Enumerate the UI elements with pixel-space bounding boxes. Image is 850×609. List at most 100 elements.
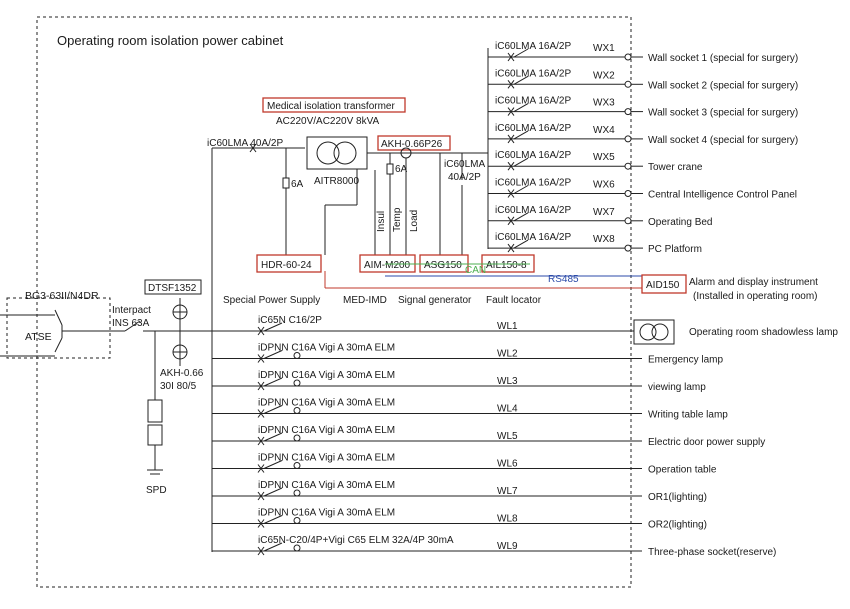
wx-breaker: iC60LMA 16A/2P (495, 96, 571, 107)
surge-protector-icon (172, 298, 188, 366)
wl-id: WL7 (497, 486, 518, 497)
shadowless-lamp-transformer-icon (633, 319, 675, 345)
cabinet-border (36, 16, 632, 588)
wl-load: OR2(lighting) (648, 520, 707, 531)
wl-load: Operation table (648, 465, 717, 476)
wl-breaker: iDPNN C16A Vigi A 30mA ELM (258, 480, 395, 491)
wl-id: WL5 (497, 431, 518, 442)
akh-ct-label-b: 30I 80/5 (160, 381, 197, 392)
alarm-line1: Alarm and display instrument (689, 277, 818, 288)
rcd-icon (293, 407, 301, 414)
rcd-icon (293, 434, 301, 442)
terminal-icon (624, 162, 632, 170)
out-breaker-b: 40A/2P (448, 172, 481, 183)
module-caption: Special Power Supply (223, 295, 320, 306)
wl-breaker: iDPNN C16A Vigi A 30mA ELM (258, 508, 395, 519)
wl-load: Operating room shadowless lamp (689, 327, 838, 338)
alarm-name: AID150 (646, 280, 680, 291)
temp-label: Temp (392, 207, 403, 232)
module-box (256, 254, 322, 273)
spd-label: SPD (146, 485, 167, 496)
load-label: Load (409, 210, 420, 232)
ats-label: ATSE (25, 331, 52, 343)
wx-breaker: iC60LMA 16A/2P (495, 178, 571, 189)
rs485-label: RS485 (548, 274, 579, 285)
module-name: ASG150 (424, 260, 462, 271)
wx-id: WX3 (593, 98, 615, 109)
alarm-line2: (Installed in operating room) (693, 291, 818, 302)
wx-load: Tower crane (648, 162, 703, 173)
spd-fuse-a (147, 399, 163, 423)
wx-id: WX6 (593, 180, 615, 191)
transformer-name-box (262, 97, 406, 113)
alarm-box (641, 274, 687, 294)
wl-id: WL4 (497, 404, 518, 415)
terminal-icon (624, 135, 632, 143)
module-name: AIM-M200 (364, 260, 411, 271)
wl-breaker: iC65N-C20/4P+Vigi C65 ELM 32A/4P 30mA (258, 535, 454, 546)
wx-load: PC Platform (648, 244, 702, 255)
wx-id: WX4 (593, 125, 615, 136)
wx-id: WX7 (593, 207, 615, 218)
wl-id: WL8 (497, 514, 518, 525)
fuse-6a-mid-label: 6A (395, 164, 408, 175)
insul-label: Insul (376, 211, 387, 232)
akh-ct-label-a: AKH-0.66 (160, 368, 204, 379)
wx-breaker: iC60LMA 16A/2P (495, 150, 571, 161)
wx-load: Wall socket 3 (special for surgery) (648, 108, 798, 119)
terminal-icon (624, 53, 632, 61)
terminal-icon (624, 217, 632, 225)
transformer-in-breaker: iC60LMA 40A/2P (207, 138, 283, 149)
transformer-model: AITR8000 (314, 176, 359, 187)
wx-breaker: iC60LMA 16A/2P (495, 68, 571, 79)
rcd-icon (293, 352, 301, 359)
wx-id: WX5 (593, 152, 615, 163)
wl-load: OR1(lighting) (648, 492, 707, 503)
wl-load: Electric door power supply (648, 437, 765, 448)
cabinet-title: Operating room isolation power cabinet (57, 33, 284, 48)
wl-breaker: iDPNN C16A Vigi A 30mA ELM (258, 370, 395, 381)
rcd-icon (293, 489, 301, 497)
interpact-switch-icon (124, 320, 180, 332)
dtsf-box (144, 279, 202, 295)
wx-id: WX2 (593, 70, 615, 81)
wx-load: Central Intelligence Control Panel (648, 190, 797, 201)
breaker-cross-icon (249, 143, 257, 153)
dtsf-label: DTSF1352 (148, 283, 197, 294)
wl-load: Writing table lamp (648, 410, 728, 421)
module-caption: Fault locator (486, 295, 542, 306)
can-label: CAN (465, 265, 486, 276)
module-name: HDR-60-24 (261, 260, 312, 271)
wl-load: viewing lamp (648, 382, 706, 393)
interpact-label-a: Interpact (112, 305, 151, 316)
wl-id: WL6 (497, 459, 518, 470)
ats-box (6, 297, 111, 359)
wx-breaker: iC60LMA 16A/2P (495, 41, 571, 52)
wl-id: WL1 (497, 321, 518, 332)
wl-breaker: iDPNN C16A Vigi A 30mA ELM (258, 453, 395, 464)
wl-load: Emergency lamp (648, 355, 723, 366)
module-caption: MED-IMD (343, 295, 387, 306)
wx-load: Wall socket 2 (special for surgery) (648, 80, 798, 91)
akh-top-box (377, 135, 451, 151)
rcd-icon (293, 379, 301, 387)
wx-breaker: iC60LMA 16A/2P (495, 232, 571, 243)
module-name: AIL150-8 (486, 260, 527, 271)
wl-breaker: iDPNN C16A Vigi A 30mA ELM (258, 425, 395, 436)
wl-breaker: iDPNN C16A Vigi A 30mA ELM (258, 343, 395, 354)
interpact-label-b: INS 63A (112, 318, 150, 329)
wl-id: WL9 (497, 541, 518, 552)
wx-load: Operating Bed (648, 217, 713, 228)
wl-breaker: iDPNN C16A Vigi A 30mA ELM (258, 398, 395, 409)
module-caption: Signal generator (398, 295, 472, 306)
out-breaker-a: iC60LMA (444, 159, 485, 170)
wl-load: Three-phase socket(reserve) (648, 547, 776, 558)
terminal-icon (624, 108, 632, 116)
wl-id: WL3 (497, 376, 518, 387)
rcd-icon (293, 517, 301, 524)
transformer-rating: AC220V/AC220V 8kVA (276, 116, 380, 127)
rcd-icon (293, 544, 301, 552)
transformer-icon (316, 141, 357, 165)
wx-id: WX8 (593, 234, 615, 245)
terminal-icon (624, 190, 632, 197)
